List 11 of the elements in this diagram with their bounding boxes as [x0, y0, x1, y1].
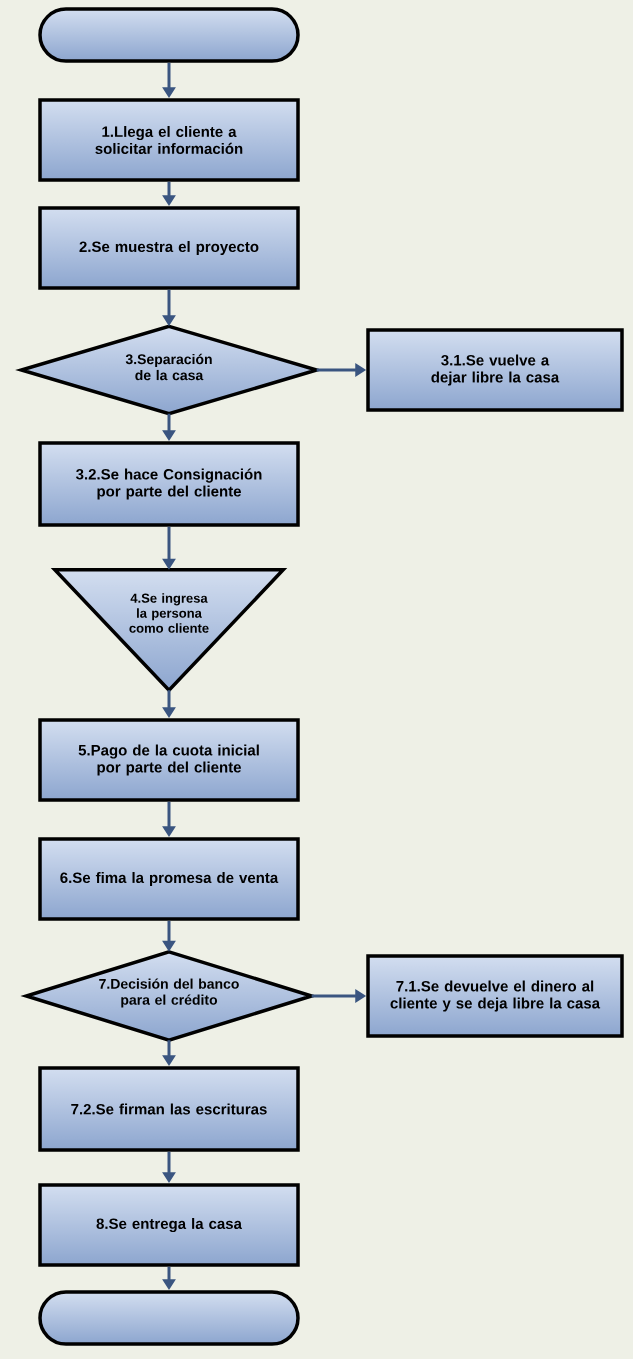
process-box: 8.Se entrega la casa	[38, 1183, 300, 1267]
process-box: 5.Pago de la cuota inicial por parte del cliente	[38, 718, 300, 802]
terminator-oval	[38, 1290, 300, 1346]
process-box: 3.1.Se vuelve a dejar libre la casa	[366, 328, 624, 412]
process-box: 7.2.Se firman las escrituras	[38, 1066, 300, 1152]
process-box: 6.Se fima la promesa de venta	[38, 837, 300, 921]
process-box: 7.1.Se devuelve el dinero al cliente y se deja libre la casa	[366, 954, 624, 1038]
process-box: 3.2.Se hace Consignación por parte del cliente	[38, 441, 300, 527]
process-box: 1.Llega el cliente a solicitar información	[38, 98, 300, 182]
process-box: 2.Se muestra el proyecto	[38, 206, 300, 290]
terminator-oval	[38, 7, 300, 63]
